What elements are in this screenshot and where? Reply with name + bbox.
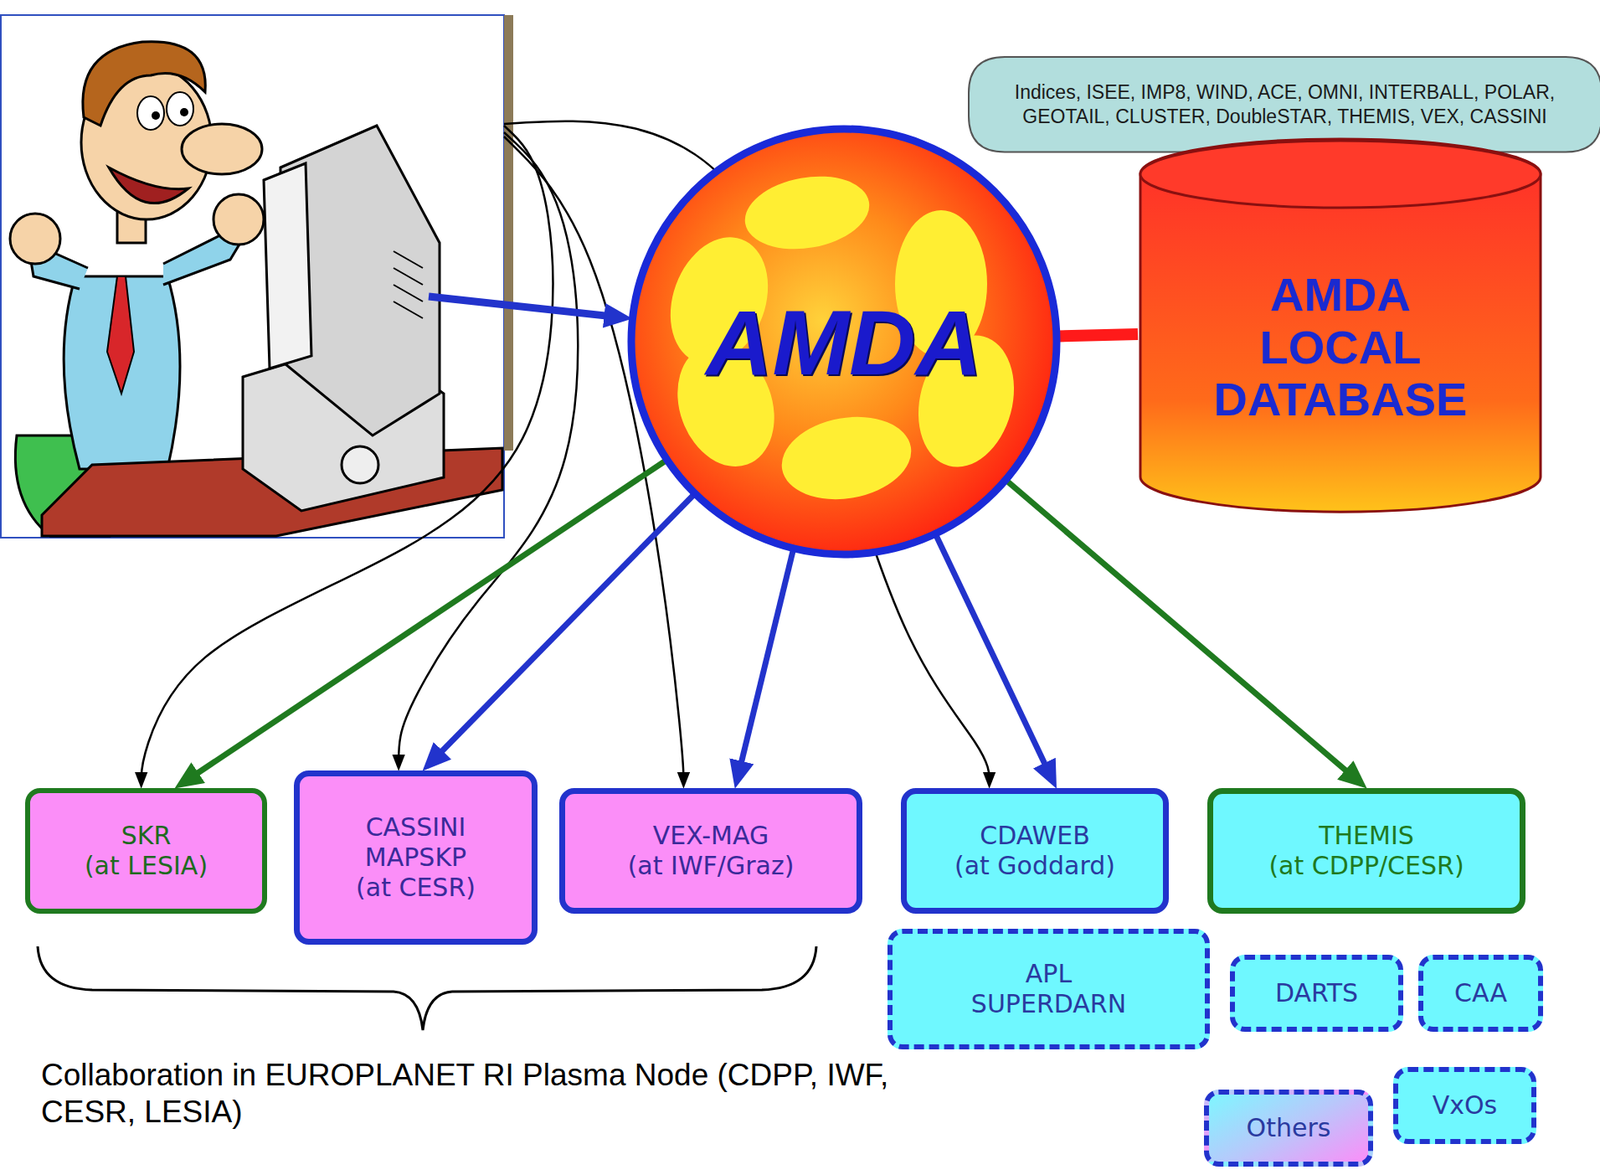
data-link-arrow	[431, 493, 695, 762]
fan	[341, 446, 379, 484]
data-link-arrow	[1006, 480, 1358, 781]
cylinder-top	[1140, 140, 1541, 208]
right-fist	[213, 194, 264, 245]
pupil	[151, 111, 160, 120]
service-box: VxOs	[1393, 1066, 1537, 1144]
eye	[166, 92, 194, 126]
node-text: (at CDPP/CESR)	[1268, 850, 1464, 881]
pupil	[180, 108, 189, 117]
yellow-spot	[739, 167, 875, 259]
shirt	[63, 276, 181, 469]
data-link-arrow	[737, 549, 793, 777]
tie	[107, 276, 134, 394]
node-text: Others	[1246, 1112, 1332, 1143]
service-box: CASSINI MAPSKP(at CESR)	[293, 770, 538, 945]
node-text: AMDA	[705, 288, 983, 396]
node-text: AMDA LOCAL DATABASE	[1214, 268, 1468, 427]
cylinder-body	[1140, 138, 1541, 512]
vents	[393, 251, 423, 319]
node-text: THEMIS	[1318, 820, 1415, 851]
service-box: VEX-MAG(at IWF/Graz)	[559, 787, 863, 914]
node-text: (at CESR)	[355, 872, 476, 903]
photo-strip	[504, 15, 514, 451]
eye	[137, 96, 165, 130]
service-box: APL SUPERDARN	[887, 928, 1210, 1050]
user-cartoon	[0, 15, 514, 538]
group-note: Collaboration in EUROPLANET RI Plasma No…	[41, 1056, 954, 1132]
service-box: THEMIS(at CDPP/CESR)	[1207, 787, 1526, 914]
node-text: (at Goddard)	[954, 850, 1116, 881]
service-box: CAA	[1418, 954, 1544, 1032]
group-brace	[37, 946, 817, 1030]
data-link-arrow	[936, 534, 1052, 777]
service-box: DARTS	[1229, 954, 1404, 1032]
node-text: (at IWF/Graz)	[627, 850, 795, 881]
node-text: CASSINI MAPSKP	[365, 812, 467, 873]
node-text: CAA	[1454, 977, 1508, 1009]
node-text: (at LESIA)	[84, 850, 208, 881]
monitor-screen	[263, 163, 312, 369]
node-text: VEX-MAG	[653, 820, 770, 851]
mouth	[108, 167, 189, 204]
user-link-line	[398, 132, 578, 766]
node-text: CDAWEB	[979, 820, 1091, 851]
node-text: VxOs	[1432, 1090, 1498, 1121]
cartoon-frame	[0, 15, 505, 538]
node-text: APL SUPERDARN	[971, 958, 1127, 1019]
user-query-arrow	[428, 296, 621, 318]
database-cylinder: AMDA LOCAL DATABASE	[1137, 138, 1544, 515]
node-text: SKR	[121, 820, 172, 851]
user-link-line	[141, 125, 554, 783]
amda-circle: AMDA	[627, 124, 1061, 559]
yellow-spot	[775, 406, 918, 510]
service-box: SKR(at LESIA)	[25, 787, 268, 914]
left-fist	[10, 213, 61, 264]
data-link-arrow	[185, 460, 667, 782]
data-link-arrow	[1057, 334, 1138, 336]
circle-outline	[631, 128, 1057, 555]
service-box: CDAWEB(at Goddard)	[900, 787, 1169, 914]
node-text: Indices, ISEE, IMP8, WIND, ACE, OMNI, IN…	[1000, 80, 1570, 129]
service-box: Others	[1203, 1089, 1374, 1167]
nose	[181, 123, 263, 175]
node-text: DARTS	[1275, 977, 1359, 1009]
